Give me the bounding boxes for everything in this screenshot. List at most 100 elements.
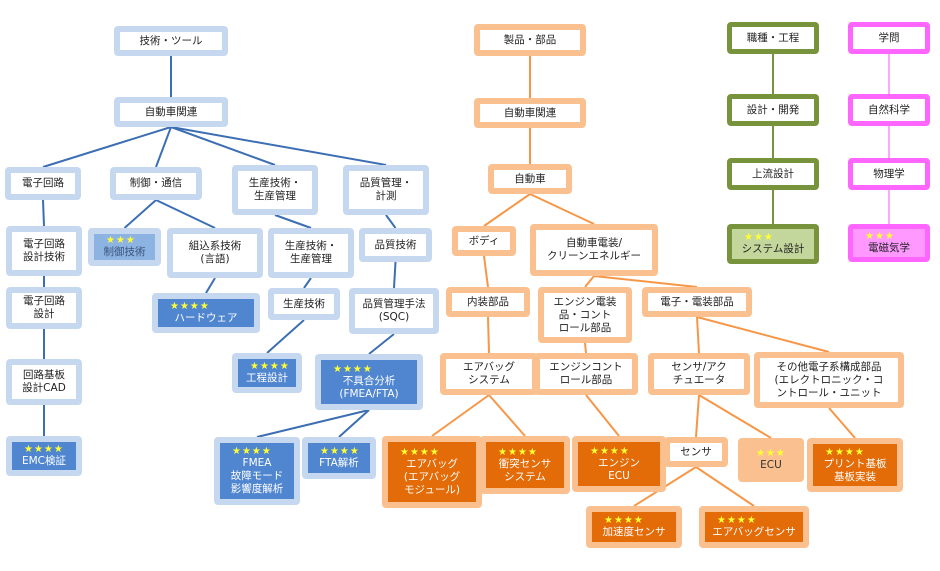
- node-o-airbagsys[interactable]: エアバッグ システム: [440, 353, 538, 395]
- node-o-airbag[interactable]: ★★★★エアバッグ (エアバッグ モジュール): [382, 436, 482, 508]
- node-label: 不具合分析 (FMEA/FTA): [339, 374, 399, 400]
- node-o-interior[interactable]: 内装部品: [446, 287, 530, 317]
- node-p-root[interactable]: 学問: [848, 22, 930, 54]
- star-rating-icon: ★★★★: [232, 446, 272, 457]
- node-o-engecu[interactable]: ★★★★エンジン ECU: [572, 436, 666, 492]
- node-body: ★★★ECU: [744, 444, 798, 476]
- node-b-root[interactable]: 技術・ツール: [114, 26, 228, 56]
- node-label: 設計・開発: [746, 103, 800, 116]
- node-b-auto[interactable]: 自動車関連: [114, 97, 228, 127]
- node-body: 自然科学: [853, 99, 925, 121]
- node-body: 生産技術・ 生産管理: [238, 171, 312, 209]
- node-b-elec[interactable]: 電子回路: [5, 167, 81, 200]
- connector-b_prodtech-to-b_process: [266, 319, 305, 354]
- connector-b_qtech-to-b_sqc: [393, 261, 397, 289]
- node-b-ctrl[interactable]: 制御・通信: [110, 167, 202, 200]
- node-p-em[interactable]: ★★★電磁気学: [848, 224, 930, 262]
- connector-b_auto-to-b_elec: [42, 126, 172, 168]
- connector-o_engctrl-to-o_engecu: [585, 394, 620, 437]
- node-g-dev[interactable]: 設計・開発: [727, 94, 819, 126]
- node-b-fta[interactable]: ★★★★FTA解析: [302, 437, 376, 479]
- node-b-prodtech[interactable]: 生産技術: [268, 288, 340, 320]
- node-o-engelec[interactable]: エンジン電装 品・コント ロール部品: [538, 287, 632, 343]
- node-body: ★★★★ハードウェア: [158, 299, 254, 327]
- node-label: 自動車関連: [503, 106, 557, 119]
- node-b-embed[interactable]: 組込系技術 (言語): [167, 228, 263, 278]
- node-o-body[interactable]: ボディ: [452, 226, 516, 256]
- node-b-cad[interactable]: 回路基板 設計CAD: [6, 359, 82, 405]
- node-o-sensor[interactable]: センサ: [664, 437, 728, 467]
- node-label: システム設計: [741, 243, 805, 255]
- node-o-accel[interactable]: ★★★★加速度センサ: [586, 506, 682, 548]
- node-o-auto[interactable]: 自動車関連: [474, 98, 586, 128]
- node-p-phys[interactable]: 物理学: [848, 158, 930, 190]
- node-b-emc[interactable]: ★★★★EMC検証: [6, 436, 82, 476]
- node-o-engctrl[interactable]: エンジンコント ロール部品: [534, 353, 638, 395]
- node-g-root[interactable]: 職種・工程: [727, 22, 819, 54]
- node-b-qual[interactable]: 品質管理・ 計測: [343, 165, 429, 215]
- node-b-ctrltech[interactable]: ★★★制御技術: [88, 228, 161, 266]
- node-o-crash[interactable]: ★★★★衝突センサ システム: [480, 436, 570, 494]
- node-body: 製品・部品: [480, 30, 580, 50]
- node-label: 電磁気学: [868, 242, 910, 254]
- node-body: 品質管理手法 (SQC): [355, 294, 433, 328]
- node-b-elec-d[interactable]: 電子回路 設計: [6, 287, 82, 329]
- node-p-nat[interactable]: 自然科学: [848, 94, 930, 126]
- node-o-elecparts[interactable]: 電子・電装部品: [642, 287, 752, 317]
- node-b-prod[interactable]: 生産技術・ 生産管理: [232, 165, 318, 215]
- connector-o_car-to-o_body: [483, 193, 531, 227]
- node-b-qtech[interactable]: 品質技術: [359, 228, 432, 262]
- connectors-product: [431, 56, 856, 507]
- node-body: センサ/アク チュエータ: [654, 359, 744, 389]
- node-label: 内装部品: [467, 295, 509, 308]
- connector-o_interior-to-o_airbagsys: [487, 316, 490, 354]
- node-b-hw[interactable]: ★★★★ハードウェア: [152, 293, 260, 333]
- star-rating-icon: ★★★★: [400, 447, 440, 458]
- node-label: 品質技術: [374, 238, 417, 251]
- node-o-car[interactable]: 自動車: [488, 164, 572, 194]
- node-o-root[interactable]: 製品・部品: [474, 24, 586, 56]
- node-g-up[interactable]: 上流設計: [727, 158, 819, 190]
- connector-o_elecclean-to-o_engelec: [584, 275, 595, 288]
- node-o-sensact[interactable]: センサ/アク チュエータ: [648, 353, 750, 395]
- node-label: 電子回路 設計技術: [23, 238, 65, 263]
- star-rating-icon: ★★★★: [24, 444, 64, 455]
- node-o-ecu[interactable]: ★★★ECU: [738, 438, 804, 482]
- node-body: 制御・通信: [116, 173, 196, 194]
- node-o-elecclean[interactable]: 自動車電装/ クリーンエネルギー: [530, 224, 658, 276]
- node-o-abs[interactable]: ★★★★エアバッグセンサ: [699, 506, 809, 548]
- node-b-process[interactable]: ★★★★工程設計: [232, 353, 302, 393]
- node-b-fmea[interactable]: ★★★★FMEA 故障モード 影響度解析: [214, 437, 300, 505]
- node-label: ボディ: [468, 234, 500, 247]
- connector-b_sqc-to-b_fail: [368, 333, 395, 355]
- node-body: ★★★★エアバッグセンサ: [705, 512, 803, 542]
- node-b-fail[interactable]: ★★★★不具合分析 (FMEA/FTA): [315, 354, 423, 410]
- star-rating-icon: ★★★★: [717, 515, 757, 526]
- node-label: プリント基板 基板実装: [823, 457, 887, 483]
- node-label: 電子・電装部品: [660, 295, 734, 308]
- connector-b_fail-to-b_fta: [338, 409, 370, 438]
- node-b-elec-dt[interactable]: 電子回路 設計技術: [6, 226, 82, 276]
- node-label: 品質管理手法 (SQC): [362, 298, 426, 323]
- connector-b_auto-to-b_prod: [170, 126, 276, 166]
- star-rating-icon: ★★★★: [320, 446, 360, 457]
- node-g-sys[interactable]: ★★★システム設計: [727, 224, 819, 264]
- node-label: その他電子系構成部品 (エレクトロニック・コ ントロール・ユニット: [774, 360, 884, 399]
- node-label: 組込系技術 (言語): [188, 240, 242, 265]
- node-label: 自動車電装/ クリーンエネルギー: [547, 237, 641, 262]
- node-body: 自動車関連: [120, 103, 222, 121]
- star-rating-icon: ★★★★: [825, 446, 865, 458]
- node-body: 品質技術: [365, 234, 426, 256]
- connector-b_elec-to-b_elec_dt: [42, 199, 45, 227]
- node-o-pcb[interactable]: ★★★★プリント基板 基板実装: [807, 438, 903, 492]
- connector-o_body-to-o_interior: [483, 255, 489, 288]
- node-body: センサ: [670, 443, 722, 461]
- node-body: ★★★★FTA解析: [308, 443, 370, 473]
- node-o-other[interactable]: その他電子系構成部品 (エレクトロニック・コ ントロール・ユニット: [754, 352, 904, 408]
- connector-o_airbagsys-to-o_airbag: [431, 394, 490, 437]
- node-b-prod2[interactable]: 生産技術・ 生産管理: [268, 228, 354, 278]
- node-label: 衝突センサ システム: [498, 457, 552, 483]
- node-label: センサ/アク チュエータ: [671, 361, 727, 386]
- node-b-sqc[interactable]: 品質管理手法 (SQC): [349, 288, 439, 334]
